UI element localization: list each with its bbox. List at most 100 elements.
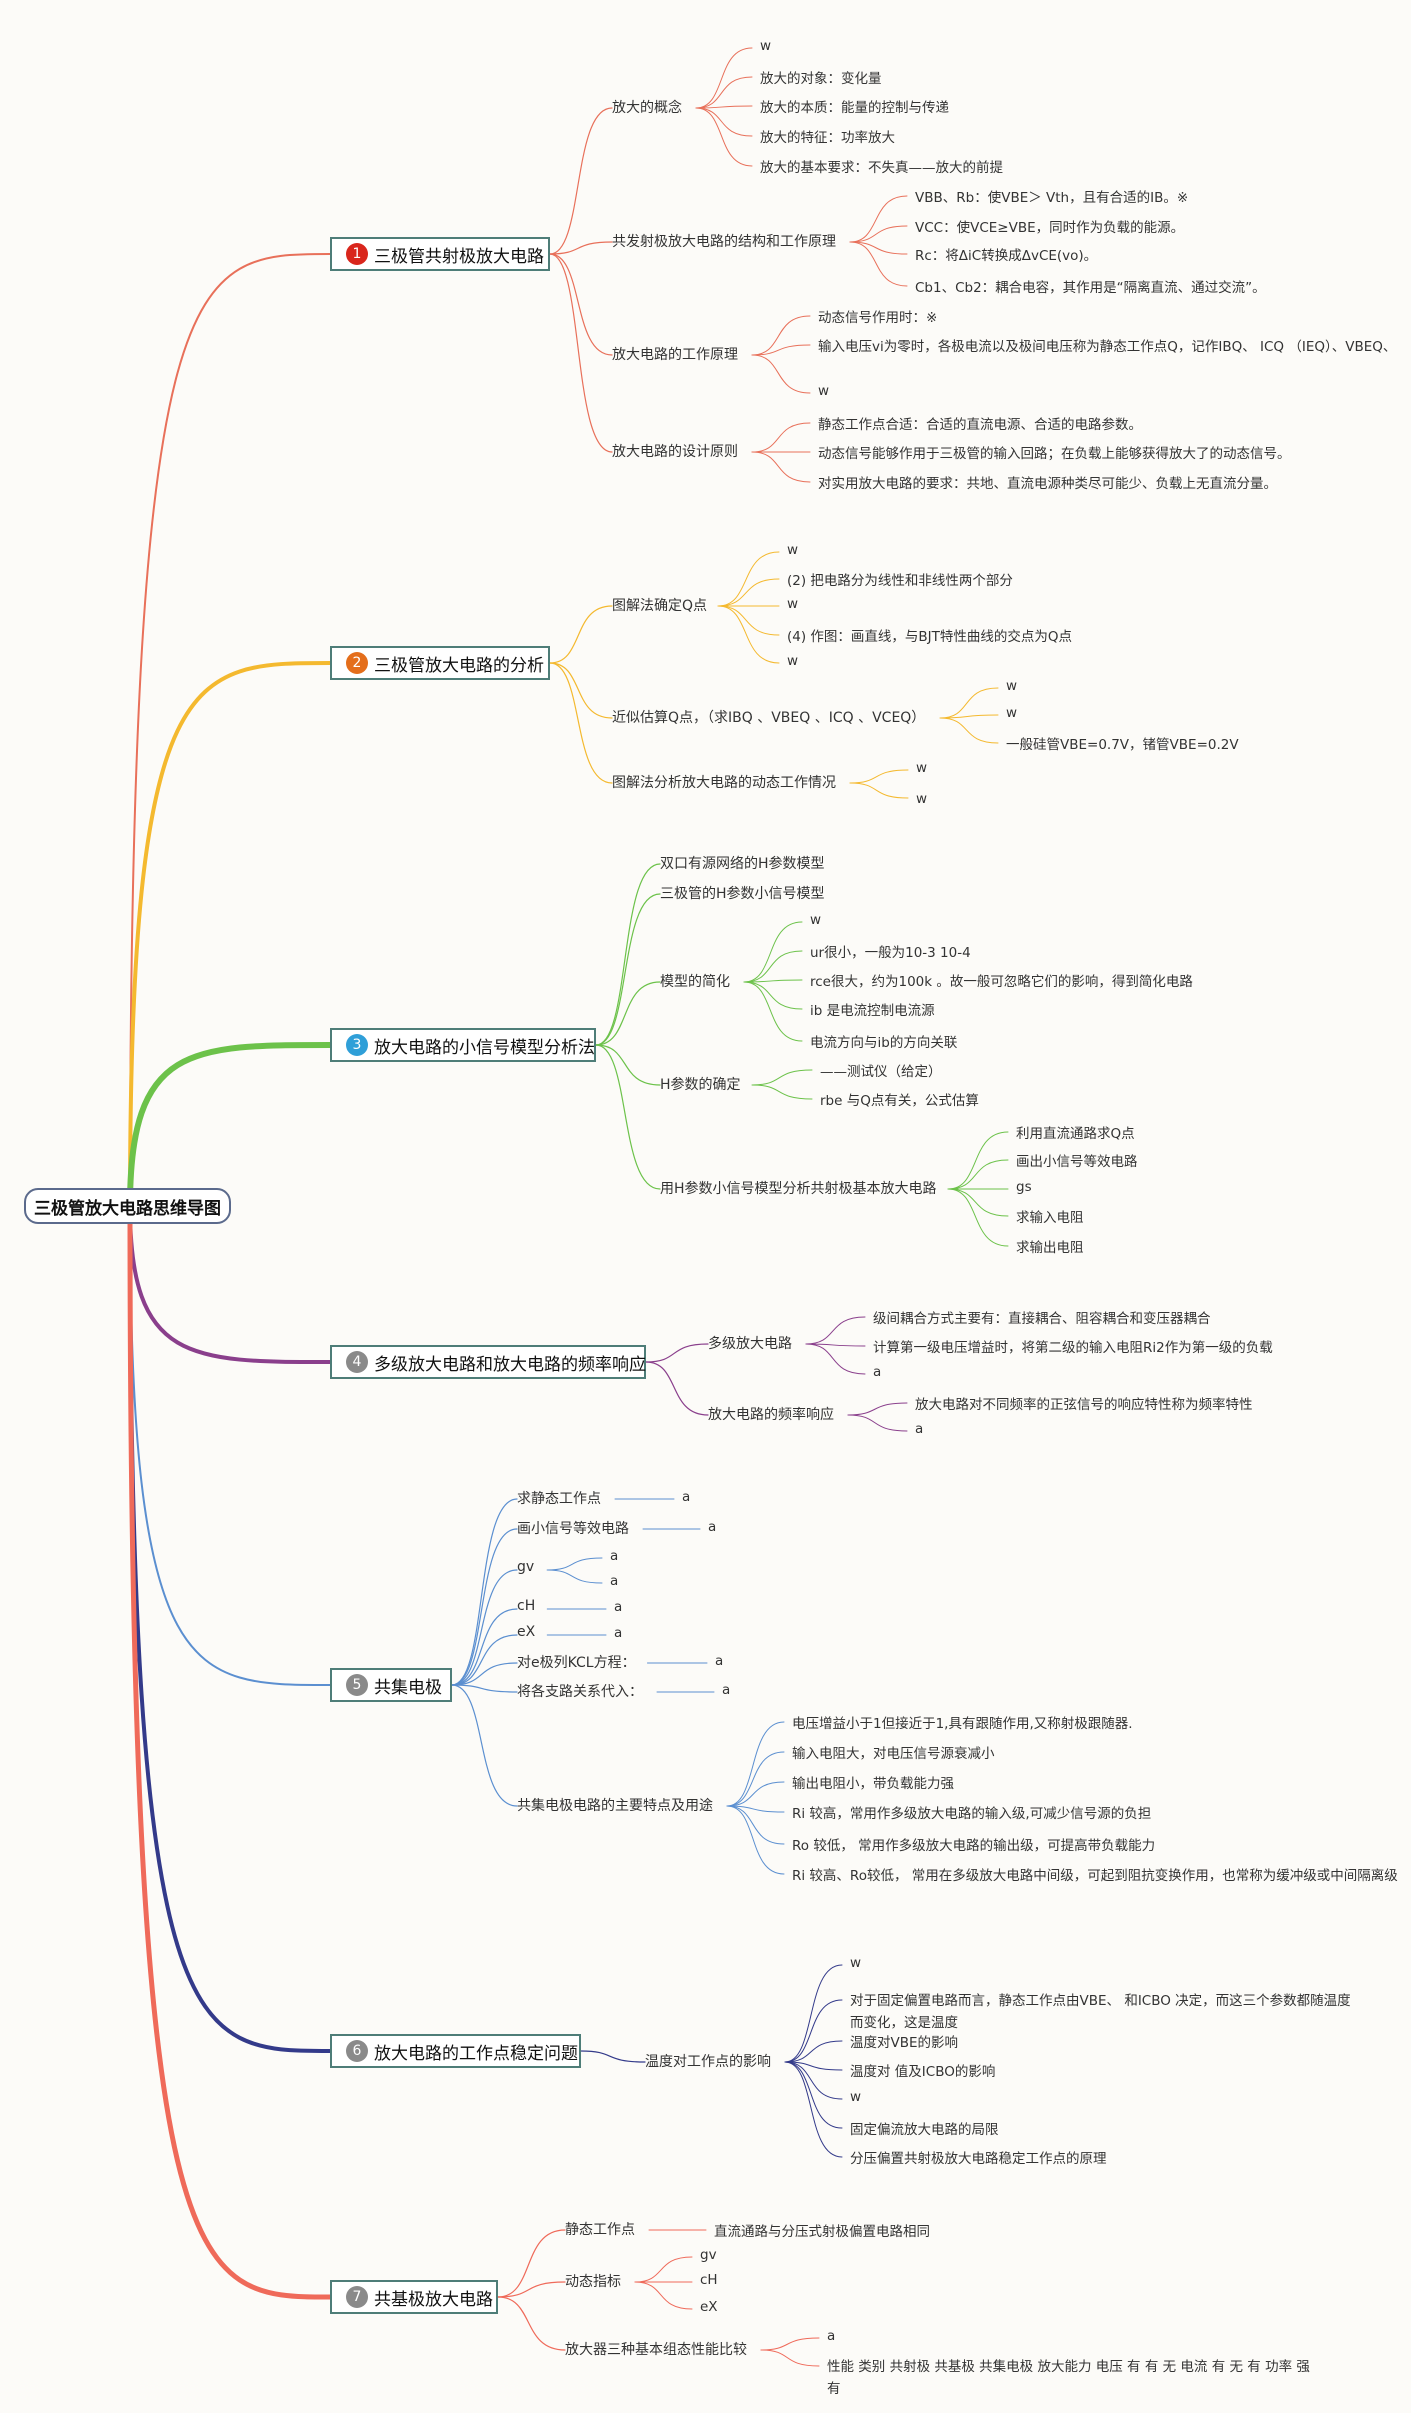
leaf-5-3-2[interactable]: a [610,1573,619,1589]
leaf-1-2-2[interactable]: VCC：使VCE≥VBE，同时作为负载的能源。 [915,220,1185,236]
leaf-5-2-1[interactable]: a [708,1519,717,1535]
leaf-4-1-2[interactable]: 计算第一级电压增益时，将第二级的输入电阻Ri2作为第一级的负载 [873,1340,1273,1356]
leaf-2-2-2[interactable]: w [1006,705,1018,721]
branch-6-topic-1[interactable]: 温度对工作点的影响 [645,2054,771,2070]
branch-5-topic-3[interactable]: gv [517,1559,535,1575]
leaf-2-1-4[interactable]: (4) 作图：画直线，与BJT特性曲线的交点为Q点 [787,629,1073,645]
leaf-1-4-1[interactable]: 静态工作点合适：合适的直流电源、合适的电路参数。 [818,417,1142,433]
branch-3-topic-3[interactable]: 模型的简化 [660,974,730,990]
branch-7-topic-3[interactable]: 放大器三种基本组态性能比较 [565,2342,747,2358]
leaf-7-3-1[interactable]: a [827,2328,836,2344]
leaf-4-1-1[interactable]: 级间耦合方式主要有：直接耦合、阻容耦合和变压器耦合 [873,1311,1211,1327]
leaf-7-3-2[interactable]: 性能 类别 共射极 共基极 共集电极 放大能力 电压 有 有 无 电流 有 无 … [827,2359,1310,2397]
branch-4-topic-1[interactable]: 多级放大电路 [708,1336,792,1352]
leaf-7-2-1[interactable]: gv [700,2247,717,2263]
leaf-1-4-3[interactable]: 对实用放大电路的要求：共地、直流电源种类尽可能少、负载上无直流分量。 [818,476,1277,492]
leaf-1-3-2[interactable]: 输入电压vi为零时，各极电流以及极间电压称为静态工作点Q，记作IBQ、 ICQ … [818,339,1397,355]
leaf-5-4-1[interactable]: a [614,1599,623,1615]
branch-1-topic-4[interactable]: 放大电路的设计原则 [612,444,738,460]
leaf-3-5-2[interactable]: 画出小信号等效电路 [1016,1154,1138,1170]
leaf-5-8-1[interactable]: 电压增益小于1但接近于1,具有跟随作用,又称射极跟随器. [792,1716,1133,1732]
leaf-5-6-1[interactable]: a [715,1653,724,1669]
leaf-7-1-1[interactable]: 直流通路与分压式射极偏置电路相同 [714,2224,930,2240]
leaf-6-1-4[interactable]: 温度对 值及ICBO的影响 [850,2064,996,2080]
leaf-1-3-3[interactable]: w [818,383,830,399]
leaf-5-5-1[interactable]: a [614,1625,623,1641]
leaf-3-5-4[interactable]: 求输入电阻 [1016,1210,1084,1226]
leaf-5-8-2[interactable]: 输入电阻大，对电压信号源衰减小 [792,1746,995,1762]
leaf-3-5-3[interactable]: gs [1016,1179,1032,1195]
leaf-6-1-3[interactable]: 温度对VBE的影响 [850,2035,959,2051]
leaf-6-1-1[interactable]: w [850,1955,862,1971]
branch-5-topic-6[interactable]: 对e极列KCL方程： [517,1655,636,1671]
branch-5-topic-7[interactable]: 将各支路关系代入： [517,1684,643,1700]
leaf-3-3-3[interactable]: rce很大，约为100k 。故一般可忽略它们的影响，得到简化电路 [810,974,1193,990]
leaf-2-3-2[interactable]: w [916,791,928,807]
branch-1-topic-3[interactable]: 放大电路的工作原理 [612,347,738,363]
leaf-4-2-1[interactable]: 放大电路对不同频率的正弦信号的响应特性称为频率特性 [915,1397,1253,1413]
branch-2-topic-2[interactable]: 近似估算Q点，（求IBQ 、VBEQ 、ICQ 、VCEQ） [612,710,926,726]
branch-1-topic-2[interactable]: 共发射极放大电路的结构和工作原理 [612,234,836,250]
leaf-3-4-1[interactable]: ——测试仪（给定） [820,1064,942,1080]
leaf-5-3-1[interactable]: a [610,1548,619,1564]
branch-4-topic-2[interactable]: 放大电路的频率响应 [708,1407,834,1423]
leaf-1-1-5[interactable]: 放大的基本要求：不失真——放大的前提 [760,160,1003,176]
branch-3-topic-5[interactable]: 用H参数小信号模型分析共射极基本放大电路 [660,1181,937,1197]
leaf-1-1-3[interactable]: 放大的本质：能量的控制与传递 [760,100,949,116]
branch-3-topic-1[interactable]: 双口有源网络的H参数模型 [660,856,825,872]
leaf-5-8-3[interactable]: 输出电阻小，带负载能力强 [792,1776,954,1792]
branch-2-topic-1[interactable]: 图解法确定Q点 [612,598,708,614]
leaf-1-2-3[interactable]: Rc：将ΔiC转换成ΔvCE(vo)。 [915,248,1098,264]
leaf-5-8-4[interactable]: Ri 较高，常用作多级放大电路的输入级,可减少信号源的负担 [792,1806,1152,1822]
leaf-2-1-2[interactable]: (2) 把电路分为线性和非线性两个部分 [787,573,1013,589]
leaf-2-1-3[interactable]: w [787,596,799,612]
leaf-4-2-2[interactable]: a [915,1421,924,1437]
leaf-1-2-4[interactable]: Cb1、Cb2：耦合电容，其作用是“隔离直流、通过交流”。 [915,280,1266,296]
leaf-1-4-2[interactable]: 动态信号能够作用于三极管的输入回路；在负载上能够获得放大了的动态信号。 [818,446,1291,462]
leaf-5-1-1[interactable]: a [682,1489,691,1505]
leaf-1-3-1[interactable]: 动态信号作用时：※ [818,310,938,326]
leaf-7-2-2[interactable]: cH [700,2272,718,2288]
leaf-3-3-4[interactable]: ib 是电流控制电流源 [810,1003,935,1019]
branch-5-topic-5[interactable]: eX [517,1624,536,1640]
branch-5-topic-2[interactable]: 画小信号等效电路 [517,1521,629,1537]
branch-5-topic-1[interactable]: 求静态工作点 [517,1491,601,1507]
leaf-3-5-1[interactable]: 利用直流通路求Q点 [1016,1126,1135,1142]
leaf-6-1-6[interactable]: 固定偏流放大电路的局限 [850,2122,999,2138]
leaf-4-1-3[interactable]: a [873,1364,882,1380]
branch-5-topic-8[interactable]: 共集电极电路的主要特点及用途 [517,1798,713,1814]
branch-7-topic-2[interactable]: 动态指标 [565,2274,621,2290]
leaf-5-7-1[interactable]: a [722,1682,731,1698]
leaf-2-2-1[interactable]: w [1006,678,1018,694]
branch-7-topic-1[interactable]: 静态工作点 [565,2222,635,2238]
leaf-5-8-6[interactable]: Ri 较高、Ro较低， 常用在多级放大电路中间级，可起到阻抗变换作用，也常称为缓… [792,1868,1398,1884]
leaf-2-1-1[interactable]: w [787,542,799,558]
leaf-6-1-5[interactable]: w [850,2089,862,2105]
leaf-6-1-2[interactable]: 对于固定偏置电路而言，静态工作点由VBE、 和ICBO 决定，而这三个参数都随温… [850,1993,1351,2031]
leaf-7-2-3[interactable]: eX [700,2299,718,2315]
leaf-2-1-5[interactable]: w [787,653,799,669]
leaf-3-3-5[interactable]: 电流方向与ib的方向关联 [810,1035,958,1051]
leaf-2-2-3[interactable]: 一般硅管VBE=0.7V，锗管VBE=0.2V [1006,737,1239,753]
leaf-3-4-2[interactable]: rbe 与Q点有关，公式估算 [820,1093,979,1109]
leaf-3-5-5[interactable]: 求输出电阻 [1016,1240,1084,1256]
leaf-1-1-4[interactable]: 放大的特征：功率放大 [760,130,895,146]
leaf-1-1-1[interactable]: w [760,38,772,54]
leaf-1-2-1[interactable]: VBB、Rb：使VBE＞ Vth，且有合适的IB。※ [915,190,1189,206]
leaf-1-1-2[interactable]: 放大的对象：变化量 [760,71,882,87]
branch-3-topic-2[interactable]: 三极管的H参数小信号模型 [660,886,825,902]
branch-2-topic-3[interactable]: 图解法分析放大电路的动态工作情况 [612,775,836,791]
leaf-5-8-5[interactable]: Ro 较低， 常用作多级放大电路的输出级，可提高带负载能力 [792,1838,1156,1854]
branch-5-topic-4[interactable]: cH [517,1598,536,1614]
root-node[interactable]: 三极管放大电路思维导图 [24,1188,231,1224]
branch-3-topic-4[interactable]: H参数的确定 [660,1077,741,1093]
leaf-3-3-1[interactable]: w [810,912,822,928]
leaf-2-3-1[interactable]: w [916,760,928,776]
